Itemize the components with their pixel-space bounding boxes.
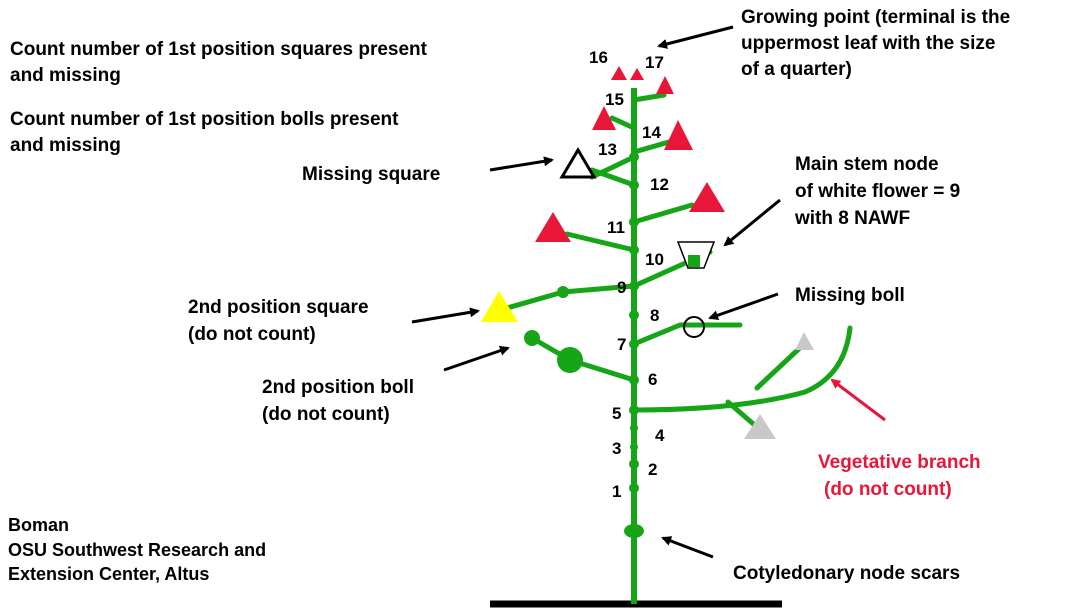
- vegetative-square-bottom: [744, 414, 776, 439]
- credit-label: Boman OSU Southwest Research and Extensi…: [8, 515, 271, 584]
- missing-boll-marker: [683, 316, 705, 338]
- vegetative-branch-label: Vegetative branch (do not count): [818, 452, 986, 500]
- node-number: 14: [642, 123, 661, 142]
- node-number: 12: [650, 175, 669, 194]
- count-squares-label: Count number of 1st position squares pre…: [10, 39, 432, 86]
- first-position-squares: [535, 66, 725, 242]
- node-number: 1: [612, 482, 621, 501]
- node-number: 8: [650, 306, 659, 325]
- pointer-arrows: [411, 25, 781, 559]
- node-number: 6: [648, 370, 657, 389]
- missing-boll-label: Missing boll: [795, 285, 905, 306]
- node-number: 9: [617, 278, 626, 297]
- vegetative-arrow: [830, 378, 886, 422]
- missing-square-label: Missing square: [302, 164, 440, 185]
- node-number: 16: [589, 48, 608, 67]
- second-position-boll-label: 2nd position boll (do not count): [262, 377, 419, 425]
- node-number: 13: [598, 140, 617, 159]
- node-number: 4: [655, 426, 665, 445]
- growing-point-label: Growing point (terminal is the uppermost…: [741, 7, 1015, 80]
- second-position-square-marker: [481, 291, 518, 322]
- missing-square-marker: [559, 147, 597, 179]
- node-number-labels: 1 2 3 4 5 6 7 8 9 10 11 12 13 14 15 16 1…: [589, 48, 669, 501]
- node-dots: [524, 152, 644, 538]
- vegetative-square-top: [795, 332, 814, 350]
- node-number: 11: [607, 218, 625, 237]
- count-bolls-label: Count number of 1st position bolls prese…: [10, 109, 404, 156]
- cotyledonary-label: Cotyledonary node scars: [733, 563, 960, 584]
- node-number: 2: [648, 460, 657, 479]
- main-stem-node-label: Main stem node of white flower = 9 with …: [794, 154, 966, 229]
- white-flower-center: [688, 255, 700, 267]
- fruiting-branches: [497, 92, 853, 431]
- node-number: 15: [605, 90, 624, 109]
- node-number: 17: [645, 53, 664, 72]
- node-number: 3: [612, 439, 621, 458]
- node-number: 10: [645, 250, 664, 269]
- second-position-square-label: 2nd position square (do not count): [188, 297, 374, 345]
- node-number: 7: [617, 335, 626, 354]
- node-number: 5: [612, 404, 621, 423]
